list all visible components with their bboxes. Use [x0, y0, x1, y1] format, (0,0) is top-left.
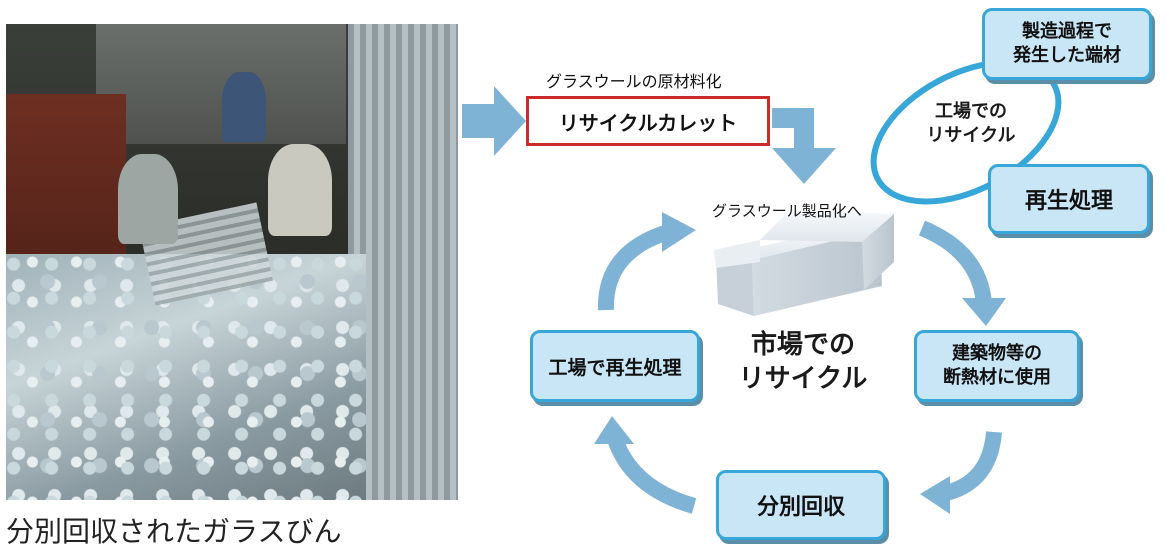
- arrow-factory-to-product: [597, 224, 671, 311]
- market-recycling-label: 市場での リサイクル: [728, 328, 878, 396]
- photo-caption: 分別回収されたガラスびん: [6, 515, 342, 548]
- market-recycling-line2: リサイクル: [738, 364, 868, 394]
- arrow-factory-to-product-head: [662, 212, 696, 252]
- node-reprocess: 再生処理: [988, 164, 1150, 234]
- factory-recycling-line2: リサイクル: [926, 125, 1016, 146]
- photo-worker-back: [222, 72, 266, 142]
- arrow-use-to-collect: [940, 431, 1002, 502]
- photo-road: [96, 24, 346, 144]
- arrow-product-to-use: [918, 220, 992, 305]
- node-separate-collection: 分別回収: [716, 470, 886, 540]
- raw-material-label: グラスウールの原材料化: [546, 72, 722, 91]
- node-separate-collection-label: 分別回収: [756, 495, 845, 520]
- arrow-collect-to-factory: [606, 433, 697, 514]
- node-offcuts-line1: 製造過程で: [1022, 21, 1112, 42]
- arrow-use-to-collect-head: [920, 476, 950, 514]
- photo-worker-left: [118, 154, 178, 244]
- node-building-insulation: 建築物等の 断熱材に使用: [914, 330, 1080, 402]
- arrow-product-to-use-head: [962, 298, 1006, 326]
- recycled-cullet-box: リサイクルカレット: [526, 96, 770, 146]
- node-building-insulation-line2: 断熱材に使用: [943, 367, 1051, 388]
- arrow-cullet-to-product: [772, 108, 836, 184]
- node-building-insulation-line1: 建築物等の: [952, 343, 1042, 364]
- glass-bottle-collection-photo: [6, 24, 458, 500]
- photo-worker-right: [268, 144, 332, 236]
- arrow-photo-to-cullet: [462, 86, 526, 156]
- factory-recycling-label: 工場での リサイクル: [906, 100, 1036, 148]
- factory-recycling-line1: 工場での: [935, 101, 1007, 122]
- glass-wool-product-block: [714, 210, 894, 316]
- photo-wall: [348, 24, 458, 500]
- market-recycling-line1: 市場での: [750, 330, 855, 360]
- node-reprocess-label: 再生処理: [1024, 189, 1113, 214]
- node-offcuts: 製造過程で 発生した端材: [982, 8, 1152, 80]
- node-offcuts-line2: 発生した端材: [1013, 45, 1121, 66]
- node-factory-reprocess-label: 工場で再生処理: [548, 356, 682, 379]
- product-label: グラスウール製品化へ: [712, 202, 862, 220]
- node-factory-reprocess: 工場で再生処理: [530, 330, 700, 402]
- arrow-collect-to-factory-head: [594, 416, 634, 444]
